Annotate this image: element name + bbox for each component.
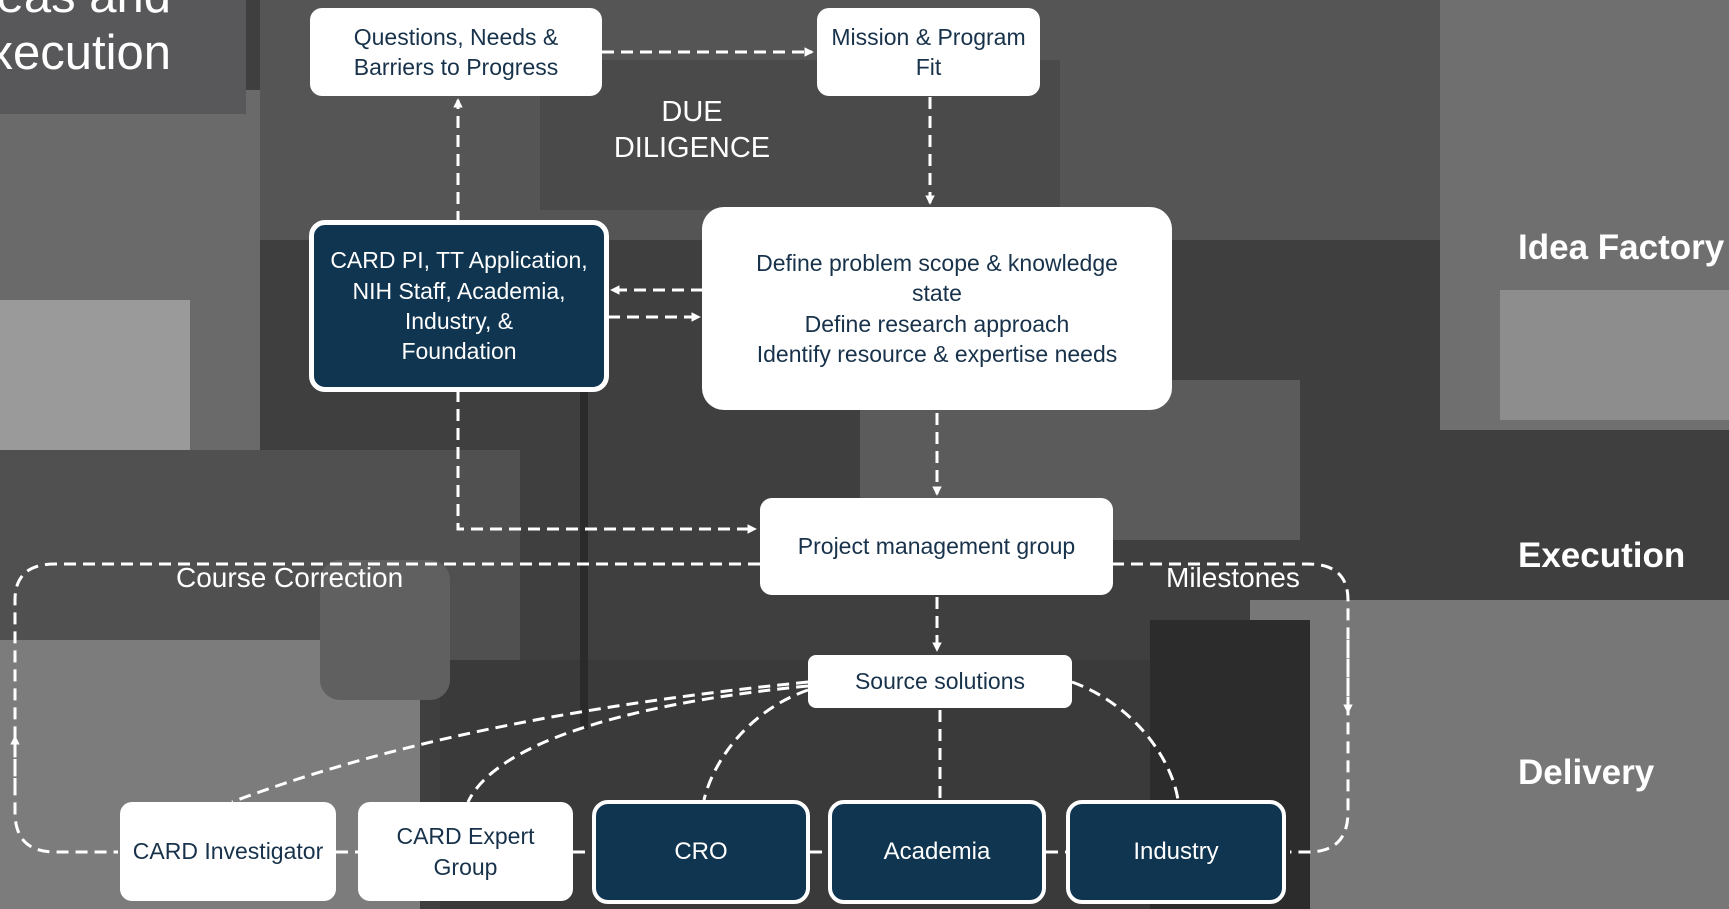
- node-source-solutions: Source solutions: [808, 655, 1072, 708]
- node-define-problem-scope: Define problem scope & knowledge state D…: [702, 207, 1172, 410]
- node-card-pi-stakeholders: CARD PI, TT Application, NIH Staff, Acad…: [309, 220, 609, 392]
- node-industry: Industry: [1066, 800, 1286, 904]
- milestones-label: Milestones: [1166, 562, 1300, 593]
- due-diligence-label: DUE DILIGENCE: [613, 96, 771, 164]
- loop-course-correction: [13, 562, 760, 854]
- course-correction-label: Course Correction: [176, 562, 404, 593]
- slide-title-line-1: Ideas and: [0, 0, 171, 24]
- stage-label-delivery: Delivery: [1518, 753, 1655, 792]
- connector-source-to-expert: [466, 684, 809, 803]
- connector-source-to-investigator: [231, 680, 809, 804]
- stage-label-idea-factory: Idea Factory: [1518, 228, 1725, 267]
- connector-source-to-industry: [1071, 680, 1180, 801]
- node-project-management-group: Project management group: [760, 498, 1113, 595]
- slide-title-tile: Ideas and Execution: [0, 0, 246, 114]
- stage-label-execution: Execution: [1518, 536, 1686, 575]
- node-card-investigator: CARD Investigator: [120, 802, 336, 901]
- node-card-expert-group: CARD Expert Group: [358, 802, 573, 901]
- node-cro: CRO: [592, 800, 810, 904]
- slide-title-line-2: Execution: [0, 26, 171, 80]
- arrow-cardpi-to-pmg: [456, 390, 757, 534]
- connector-source-to-cro: [702, 688, 809, 801]
- node-questions-needs-barriers: Questions, Needs & Barriers to Progress: [310, 8, 602, 96]
- node-mission-program-fit: Mission & Program Fit: [817, 8, 1040, 96]
- node-academia: Academia: [828, 800, 1046, 904]
